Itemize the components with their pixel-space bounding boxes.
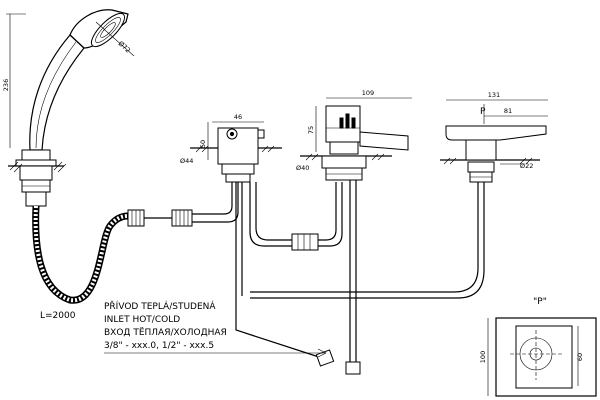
dim-valve-base-diameter: Ø44 <box>180 157 193 165</box>
hose-fittings <box>127 209 193 227</box>
view-p-marker: P <box>480 107 486 117</box>
inlet-note: PŘÍVOD TEPLÁ/STUDENÁ INLET HOT/COLD ВХОД… <box>104 300 327 358</box>
spout: 131 81 P Ø22 <box>440 91 548 183</box>
inlet-note-line2: INLET HOT/COLD <box>104 315 180 325</box>
dim-mixer-base-diameter: Ø40 <box>296 164 309 172</box>
dim-valve-width: 46 <box>234 113 242 121</box>
supply-pipes <box>235 180 485 375</box>
dim-spout-base-diameter: Ø22 <box>520 162 533 170</box>
dim-spout-width: 131 <box>488 91 500 99</box>
inlet-note-line1: PŘÍVOD TEPLÁ/STUDENÁ <box>104 300 216 312</box>
inlet-note-line3: ВХОД ТЁПЛАЯ/ХОЛОДНАЯ <box>104 327 227 338</box>
flexible-hose: L=2000 <box>32 205 129 321</box>
hose-length-label: L=2000 <box>40 311 76 321</box>
view-p-caption: "P" <box>533 297 547 307</box>
dim-cutout-inner: 60 <box>576 353 584 361</box>
inlet-note-line4: 3/8" - xxx.0, 1/2" - xxx.5 <box>104 341 214 351</box>
view-p-detail: "P" 100 60 <box>479 297 597 397</box>
dim-spout-depth: 81 <box>504 107 512 115</box>
mixer-valve: 109 75 Ø40 <box>296 89 412 181</box>
dim-cutout-height: 100 <box>479 351 487 363</box>
shower-head <box>69 9 129 49</box>
dim-mixer-height: 75 <box>307 126 315 134</box>
dim-mixer-width: 109 <box>362 89 374 97</box>
diverter-valve: 46 50 Ø44 <box>180 113 282 183</box>
hand-shower: 236 Ø72 <box>2 9 135 207</box>
dim-hand-shower-length: 236 <box>2 79 10 91</box>
dim-valve-height: 50 <box>199 140 207 148</box>
